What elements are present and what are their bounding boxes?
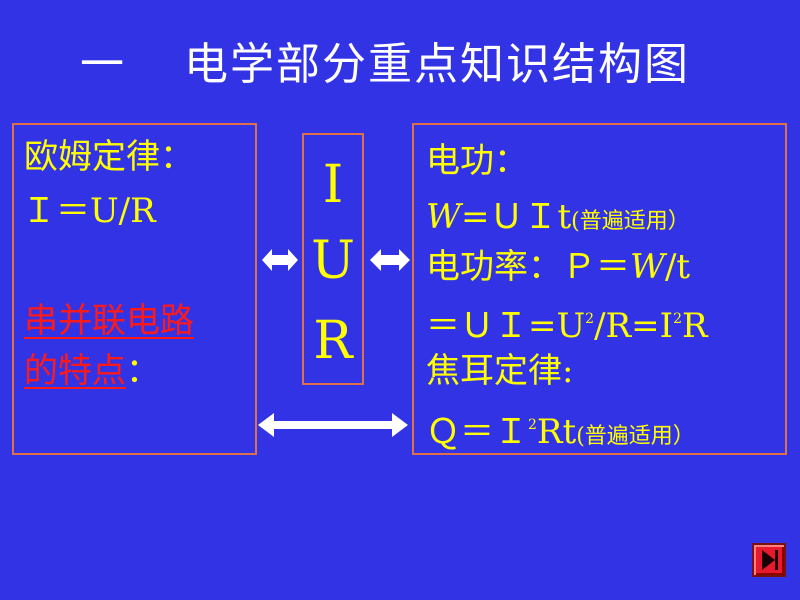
electric-work-formula: W=ＵＩt(普遍适用） (426, 197, 690, 237)
electric-work-heading: 电功： (426, 141, 528, 181)
title-number: 一 (80, 39, 126, 90)
next-slide-button[interactable] (752, 543, 786, 577)
series-parallel-link-text1[interactable]: 串并联电路 (24, 301, 194, 341)
page-title: 一 电学部分重点知识结构图 (80, 28, 690, 92)
bottom-double-arrow-icon (258, 413, 408, 437)
title-text: 电学部分重点知识结构图 (184, 39, 690, 90)
electric-work-box: 电功： W=ＵＩt(普遍适用） 电功率：Ｐ＝W/t ＝ＵＩ=U2/R=I2R 焦… (412, 123, 787, 455)
letter-r: R (313, 311, 353, 371)
play-next-icon (762, 550, 778, 570)
electric-power-formula-2: ＝ＵＩ=U2/R=I2R (426, 306, 708, 346)
joule-law-heading: 焦耳定律: (426, 351, 574, 391)
link-colon: ： (126, 351, 160, 391)
middle-right-double-arrow-icon (370, 249, 410, 271)
electric-power-formula: 电功率：Ｐ＝W/t (426, 247, 691, 287)
ohms-law-heading: 欧姆定律： (24, 137, 194, 177)
left-middle-double-arrow-icon (262, 249, 298, 271)
ohms-law-box: 欧姆定律： Ｉ＝U/R 串并联电路 的特点： (12, 123, 257, 455)
series-parallel-link-line1[interactable]: 串并联电路 (24, 301, 194, 341)
series-parallel-link-text2[interactable]: 的特点 (24, 351, 126, 391)
joule-law-formula: Ｑ＝Ｉ2Rt(普遍适用） (426, 412, 695, 452)
letter-u: U (311, 231, 355, 291)
letter-i: I (322, 155, 344, 215)
ohms-law-formula: Ｉ＝U/R (22, 191, 156, 231)
iur-box: I U R (302, 133, 364, 385)
series-parallel-link-line2[interactable]: 的特点： (24, 351, 160, 391)
